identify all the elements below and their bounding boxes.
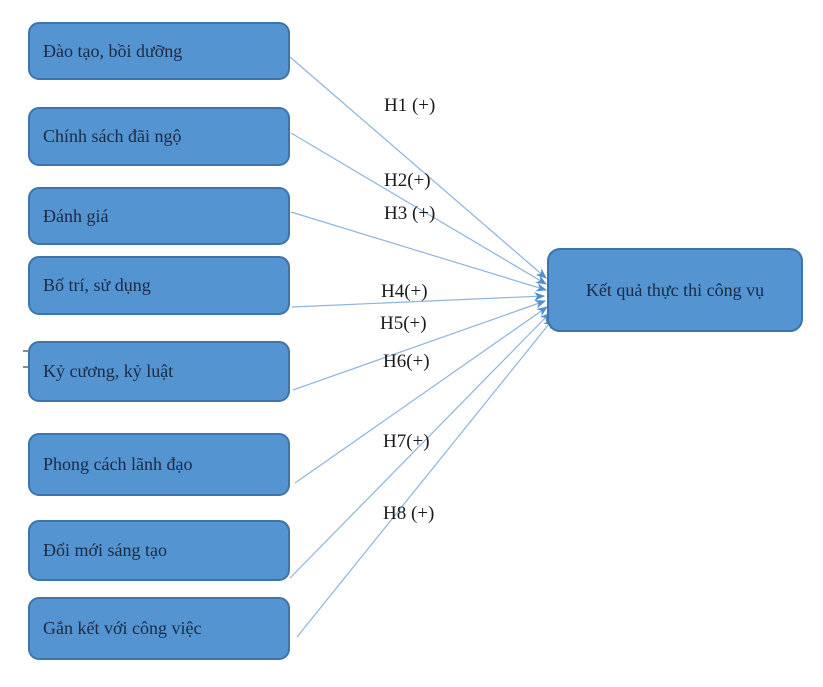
- factor-label: Bố trí, sử dụng: [43, 275, 151, 296]
- factor-box-ky-cuong: Kỷ cương, kỷ luật: [28, 341, 290, 402]
- hypothesis-label-h2: H2(+): [384, 170, 431, 191]
- factor-box-chinh-sach: Chính sách đãi ngộ: [28, 107, 290, 166]
- stray-tick-mark: [23, 350, 28, 352]
- arrow-h8: [296, 318, 554, 638]
- factor-label: Đổi mới sáng tạo: [43, 540, 168, 561]
- arrow-h7: [289, 312, 551, 579]
- factor-box-doi-moi: Đổi mới sáng tạo: [28, 520, 290, 581]
- arrow-h1: [289, 56, 547, 279]
- target-label: Kết quả thực thi công vụ: [585, 279, 765, 300]
- factor-box-danh-gia: Đánh giá: [28, 187, 290, 245]
- factor-label: Gắn kết với công việc: [43, 618, 202, 639]
- arrow-h6: [294, 306, 548, 484]
- hypothesis-label-h4: H4(+): [381, 281, 428, 302]
- arrow-h3: [290, 211, 548, 292]
- factor-label: Phong cách lãnh đạo: [43, 454, 193, 475]
- arrow-h4: [291, 292, 546, 308]
- factor-label: Kỷ cương, kỷ luật: [43, 361, 174, 382]
- factor-box-gan-ket: Gắn kết với công việc: [28, 597, 290, 660]
- factor-box-bo-tri: Bố trí, sử dụng: [28, 256, 290, 315]
- hypothesis-label-h3: H3 (+): [384, 203, 436, 224]
- arrow-h2: [290, 132, 547, 285]
- factor-label: Đánh giá: [43, 205, 109, 226]
- factor-label: Đào tạo, bồi dưỡng: [43, 40, 183, 61]
- hypothesis-label-h5: H5(+): [380, 313, 427, 334]
- factor-box-phong-cach: Phong cách lãnh đạo: [28, 433, 290, 496]
- hypothesis-label-h8: H8 (+): [383, 503, 435, 524]
- hypothesis-label-h1: H1 (+): [384, 95, 436, 116]
- arrow-h5: [292, 300, 547, 391]
- factor-box-dao-tao: Đào tạo, bồi dưỡng: [28, 22, 290, 80]
- target-box-ket-qua: Kết quả thực thi công vụ: [547, 248, 803, 332]
- stray-tick-mark: [23, 366, 28, 368]
- hypothesis-label-h6: H6(+): [383, 351, 430, 372]
- hypothesis-label-h7: H7(+): [383, 431, 430, 452]
- factor-label: Chính sách đãi ngộ: [43, 126, 182, 147]
